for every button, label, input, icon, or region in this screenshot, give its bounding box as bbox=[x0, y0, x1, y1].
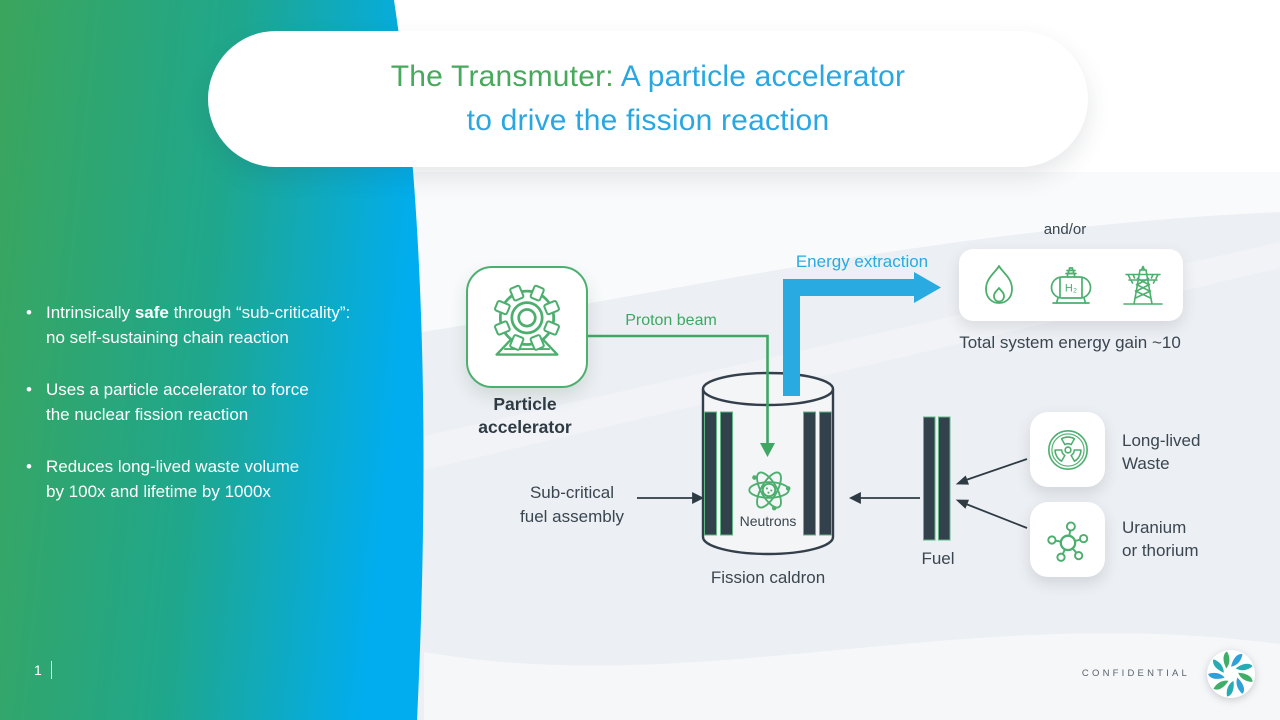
page-number: 1 bbox=[34, 661, 52, 679]
proton-beam-label: Proton beam bbox=[625, 312, 717, 329]
title-line-1: The Transmuter: A particle accelerator bbox=[208, 55, 1088, 99]
title-text-blue: A particle accelerator bbox=[613, 60, 906, 93]
bullet-item-accelerator: • Uses a particle accelerator to force t… bbox=[26, 377, 418, 427]
bullet-dot: • bbox=[26, 457, 32, 476]
title-card: The Transmuter: A particle accelerator t… bbox=[208, 31, 1088, 167]
h2-label: H₂ bbox=[1065, 283, 1077, 295]
company-logo bbox=[1206, 649, 1256, 699]
title-text-green: The Transmuter: bbox=[390, 60, 614, 93]
fuel-label: Fuel bbox=[921, 549, 955, 568]
bullet-dot: • bbox=[26, 303, 32, 322]
particle-accelerator-icon bbox=[494, 284, 560, 356]
neutrons-label: Neutrons bbox=[739, 513, 797, 529]
radioactive-icon bbox=[1047, 429, 1088, 470]
hydrogen-tank-icon: H₂ bbox=[1050, 267, 1092, 304]
energy-outputs-card: H₂ bbox=[959, 249, 1183, 321]
bullet-1-post: through “sub-criticality”: no self-susta… bbox=[46, 303, 351, 347]
particle-accelerator-label: Particle accelerator bbox=[478, 394, 572, 437]
uranium-thorium-card bbox=[1030, 502, 1105, 577]
flame-icon bbox=[985, 265, 1013, 304]
uranium-thorium-label: Uranium or thorium bbox=[1122, 518, 1199, 560]
confidential-label: CONFIDENTIAL bbox=[1081, 668, 1190, 679]
energy-extraction-label: Energy extraction bbox=[795, 252, 929, 271]
bullet-item-waste: • Reduces long-lived waste volume by 100… bbox=[26, 454, 418, 504]
bullet-3-text: Reduces long-lived waste volume by 100x … bbox=[46, 457, 300, 501]
sub-critical-label: Sub-critical fuel assembly bbox=[520, 483, 624, 526]
left-gradient-panel bbox=[0, 0, 424, 720]
particle-accelerator-card bbox=[466, 266, 588, 388]
molecule-icon bbox=[1046, 521, 1088, 562]
long-lived-waste-label: Long-lived Waste bbox=[1122, 431, 1201, 473]
atom-icon bbox=[742, 463, 796, 517]
bullet-list: • Intrinsically safe through “sub-critic… bbox=[26, 300, 418, 531]
long-lived-waste-card bbox=[1030, 412, 1105, 487]
energy-gain-label: Total system energy gain ~10 bbox=[959, 333, 1181, 352]
bullet-1-pre: Intrinsically bbox=[46, 303, 135, 322]
fission-caldron-label: Fission caldron bbox=[710, 568, 826, 587]
page-number-divider bbox=[50, 661, 52, 679]
logo-pinwheel-icon bbox=[1208, 651, 1253, 697]
bullet-1-bold: safe bbox=[134, 303, 169, 322]
and-or-label: and/or bbox=[1043, 221, 1087, 238]
bullet-dot: • bbox=[26, 380, 32, 399]
bullet-item-safety: • Intrinsically safe through “sub-critic… bbox=[26, 300, 418, 350]
title-line-2: to drive the fission reaction bbox=[466, 104, 830, 137]
bullet-2-text: Uses a particle accelerator to force the… bbox=[46, 380, 309, 424]
page-number-value: 1 bbox=[34, 662, 42, 678]
electricity-pylon-icon bbox=[1123, 265, 1163, 305]
